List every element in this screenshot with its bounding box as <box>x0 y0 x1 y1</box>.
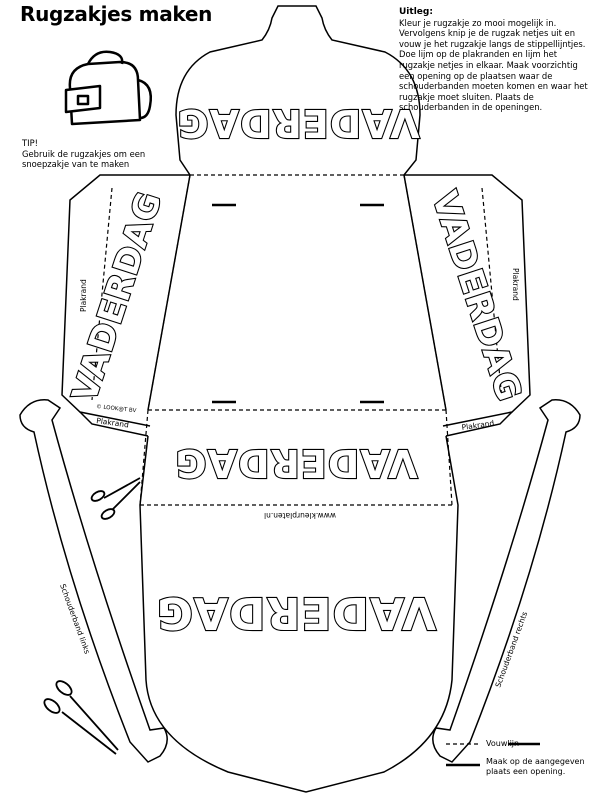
legend-cut: Maak op de aangegeven plaats een opening… <box>486 757 585 776</box>
copyright: © LOOK@T BV <box>96 403 137 414</box>
vaderdag-top-flap: VADERDAG <box>176 101 419 145</box>
fold-lines <box>91 174 503 506</box>
plakrand-right: Plakrand <box>511 268 520 301</box>
plakrand-bottom-left: Plakrand <box>96 416 130 430</box>
front-panel <box>139 435 459 793</box>
tip-text: Gebruik de rugzakjes om een snoepzakje v… <box>22 148 146 170</box>
scissors-icon <box>43 680 119 755</box>
legend-fold: Vouwlijn <box>486 739 520 748</box>
scissors-icon <box>90 477 141 520</box>
shoulder-strap-left <box>19 399 168 763</box>
top-flap <box>175 5 421 176</box>
plakrand-left: Plakrand <box>79 279 88 312</box>
instructions-heading: Uitleg: <box>399 7 433 17</box>
shoulder-strap-right <box>432 399 581 763</box>
backpack-icon <box>64 50 152 126</box>
instructions-text: Kleur je rugzakje zo mooi mogelijk in. V… <box>399 17 588 113</box>
vaderdag-middle: VADERDAG <box>174 441 417 485</box>
website-label: www.kleurplaten.nl <box>264 511 336 520</box>
page-title: Rugzakjes maken <box>20 2 213 26</box>
vaderdag-front: VADERDAG <box>156 587 436 638</box>
plakrand-bottom-right: Plakrand <box>461 418 495 432</box>
instructions: Uitleg: Kleur je rugzakje zo mooi mogeli… <box>399 7 594 113</box>
slot-marks <box>212 203 540 746</box>
tip: TIP! Gebruik de rugzakjes om een snoepza… <box>22 138 192 170</box>
tip-label: TIP! <box>22 138 38 148</box>
